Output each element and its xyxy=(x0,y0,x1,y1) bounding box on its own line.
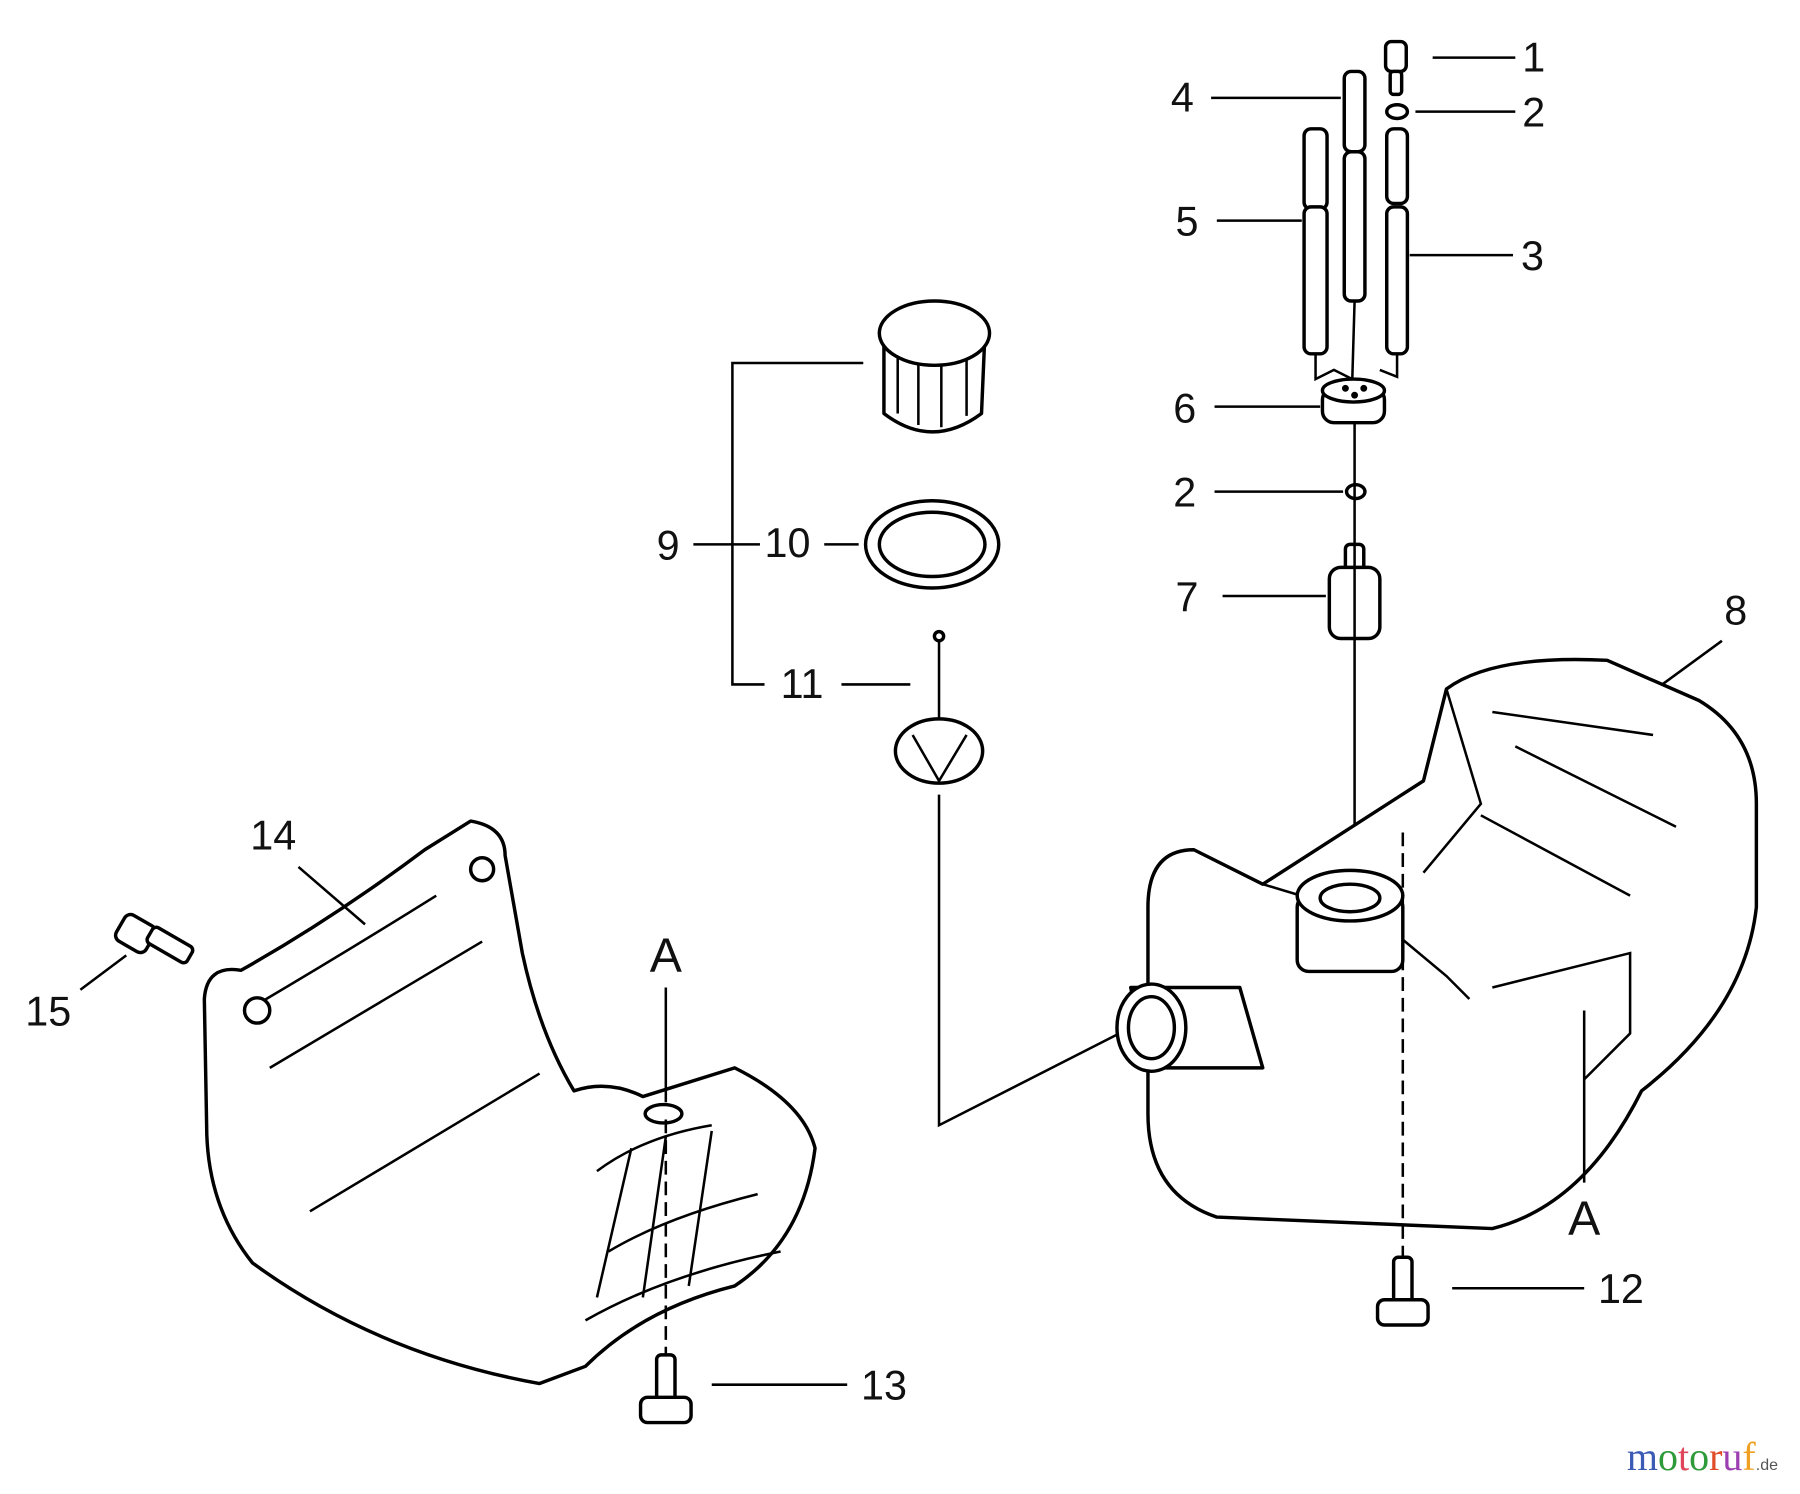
leader-lines xyxy=(79,56,1723,1386)
callout-8: 8 xyxy=(1724,588,1747,634)
strainer-11 xyxy=(893,629,985,785)
fuel-pipe-3 xyxy=(1385,127,1410,356)
fuel-pipe-5 xyxy=(1302,127,1329,356)
fuel-cap-9 xyxy=(877,299,992,434)
washer-2 xyxy=(1385,102,1410,121)
watermark-logo: motoruf.de xyxy=(1626,1434,1778,1479)
reference-a-left: A xyxy=(650,928,683,982)
callout-2-lower: 2 xyxy=(1173,470,1196,516)
watermark-letter: r xyxy=(1709,1434,1723,1479)
watermark-letter: o xyxy=(1689,1434,1710,1479)
gasket-10 xyxy=(863,499,1001,590)
bolt-13 xyxy=(638,1353,693,1425)
callout-15: 15 xyxy=(25,988,71,1034)
callout-9: 9 xyxy=(657,522,680,568)
watermark-letter: f xyxy=(1742,1434,1756,1479)
fuel-tank-8 xyxy=(1115,657,1759,1231)
grommet-6 xyxy=(1320,377,1387,425)
watermark-letter: u xyxy=(1722,1434,1743,1479)
callout-12: 12 xyxy=(1598,1266,1644,1312)
watermark-letter: o xyxy=(1657,1434,1678,1479)
callout-5: 5 xyxy=(1176,199,1199,245)
callout-10: 10 xyxy=(765,520,811,566)
callout-13: 13 xyxy=(861,1363,907,1409)
fitting-1 xyxy=(1383,39,1408,97)
callout-3: 3 xyxy=(1521,233,1544,279)
fuel-pipe-4 xyxy=(1342,69,1367,303)
callout-1: 1 xyxy=(1522,34,1545,80)
callout-6: 6 xyxy=(1173,386,1196,432)
callout-4: 4 xyxy=(1171,75,1194,121)
bracket-14 xyxy=(202,819,817,1386)
callout-14: 14 xyxy=(250,813,296,859)
callout-7: 7 xyxy=(1176,574,1199,620)
callout-11: 11 xyxy=(781,661,824,707)
watermark-letter: m xyxy=(1626,1434,1658,1479)
callout-2: 2 xyxy=(1522,90,1545,136)
watermark-letter: t xyxy=(1677,1434,1690,1479)
reference-a-right: A xyxy=(1568,1191,1601,1245)
bolt-15 xyxy=(113,912,195,965)
bolt-12 xyxy=(1375,1255,1430,1327)
